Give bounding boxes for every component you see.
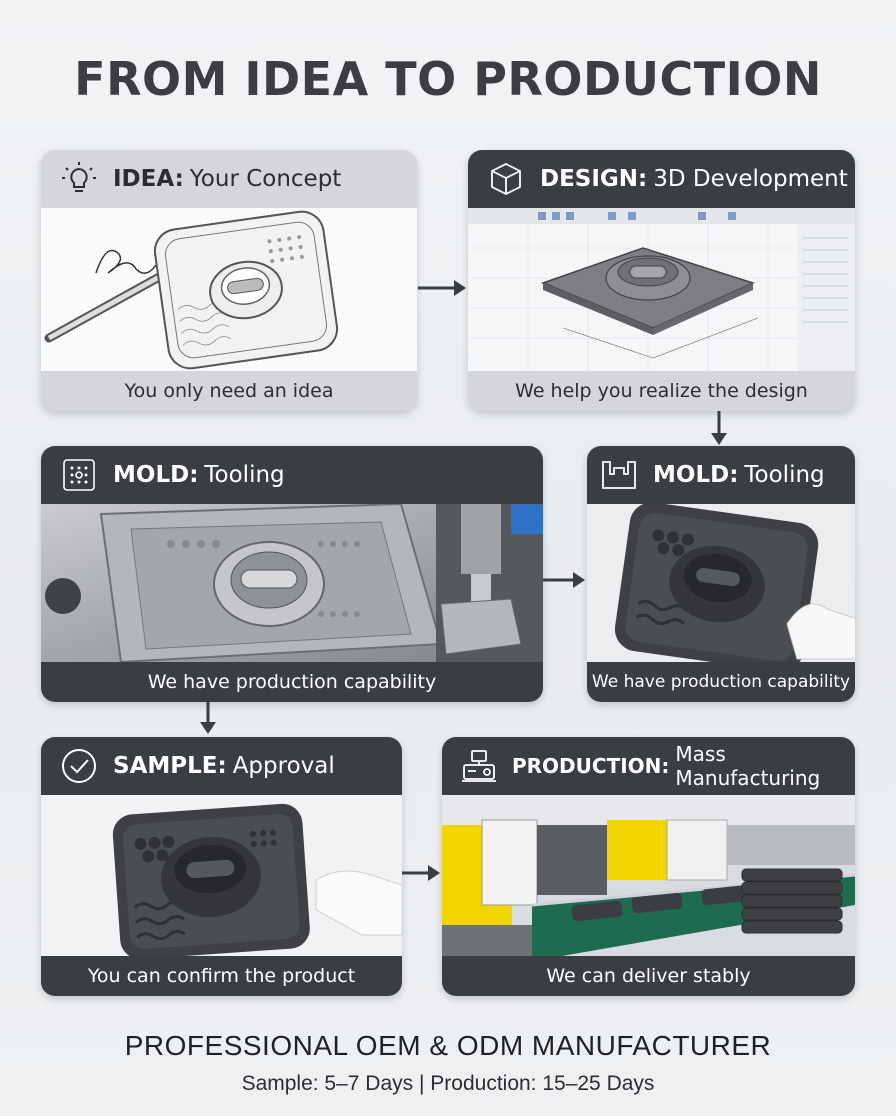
card-title-bold: IDEA: (113, 166, 184, 192)
cube-icon (486, 159, 526, 199)
cad-software-image (468, 208, 855, 371)
machine-icon (460, 746, 498, 786)
card-title-bold: MOLD: (113, 462, 199, 488)
card-caption: You only need an idea (41, 371, 417, 411)
footer-subtitle: Sample: 5–7 Days | Production: 15–25 Day… (241, 1072, 655, 1095)
card-title-rest: Tooling (744, 462, 825, 488)
step-card-mold-product: MOLD: Tooling We have (587, 446, 855, 702)
silicone-mat-image (587, 504, 855, 662)
card-header: PRODUCTION: Mass Manufacturing (442, 737, 855, 795)
footer-title: PROFESSIONAL OEM & ODM MANUFACTURER (124, 1030, 772, 1061)
card-header: MOLD: Tooling (587, 446, 855, 504)
lightbulb-icon (59, 159, 99, 199)
step-card-design: DESIGN: 3D Development We help you r (468, 150, 855, 411)
card-header: IDEA: Your Concept (41, 150, 417, 208)
card-caption: We have production capability (41, 662, 543, 702)
card-title-bold: MOLD: (653, 462, 739, 488)
concept-sketch-image (41, 208, 417, 371)
card-title-rest: Approval (232, 753, 335, 779)
card-caption: We help you realize the design (468, 371, 855, 411)
cnc-mold-image (41, 504, 543, 662)
step-card-mold-machining: MOLD: Tooling (41, 446, 543, 702)
card-caption: We have production capability (587, 662, 855, 702)
card-caption: You can confirm the product (41, 956, 402, 996)
card-title-rest: 3D Development (653, 166, 848, 192)
card-title-rest: Mass Manufacturing (675, 742, 821, 790)
page-title: FROM IDEA TO PRODUCTION (74, 52, 822, 106)
card-title-rest: Tooling (204, 462, 285, 488)
card-title-rest: Your Concept (189, 166, 342, 192)
sample-approval-image (41, 795, 402, 956)
card-title-bold: PRODUCTION: (512, 754, 670, 778)
arrow-right-icon (543, 572, 585, 588)
card-title-bold: SAMPLE: (113, 753, 227, 779)
step-card-production: PRODUCTION: Mass Manufacturing (442, 737, 855, 996)
arrow-down-icon (711, 411, 727, 445)
factory-line-image (442, 795, 855, 956)
arrow-down-icon (200, 702, 216, 734)
mold-grid-icon (59, 455, 99, 495)
arrow-right-icon (402, 865, 440, 881)
step-card-idea: IDEA: Your Concept (41, 150, 417, 411)
step-card-sample: SAMPLE: Approval (41, 737, 402, 996)
arrow-right-icon (418, 280, 466, 296)
card-caption: We can deliver stably (442, 956, 855, 996)
mold-profile-icon (599, 455, 639, 495)
card-header: MOLD: Tooling (41, 446, 543, 504)
card-header: SAMPLE: Approval (41, 737, 402, 795)
checkmark-circle-icon (59, 746, 99, 786)
card-header: DESIGN: 3D Development (468, 150, 855, 208)
card-title-bold: DESIGN: (540, 166, 648, 192)
